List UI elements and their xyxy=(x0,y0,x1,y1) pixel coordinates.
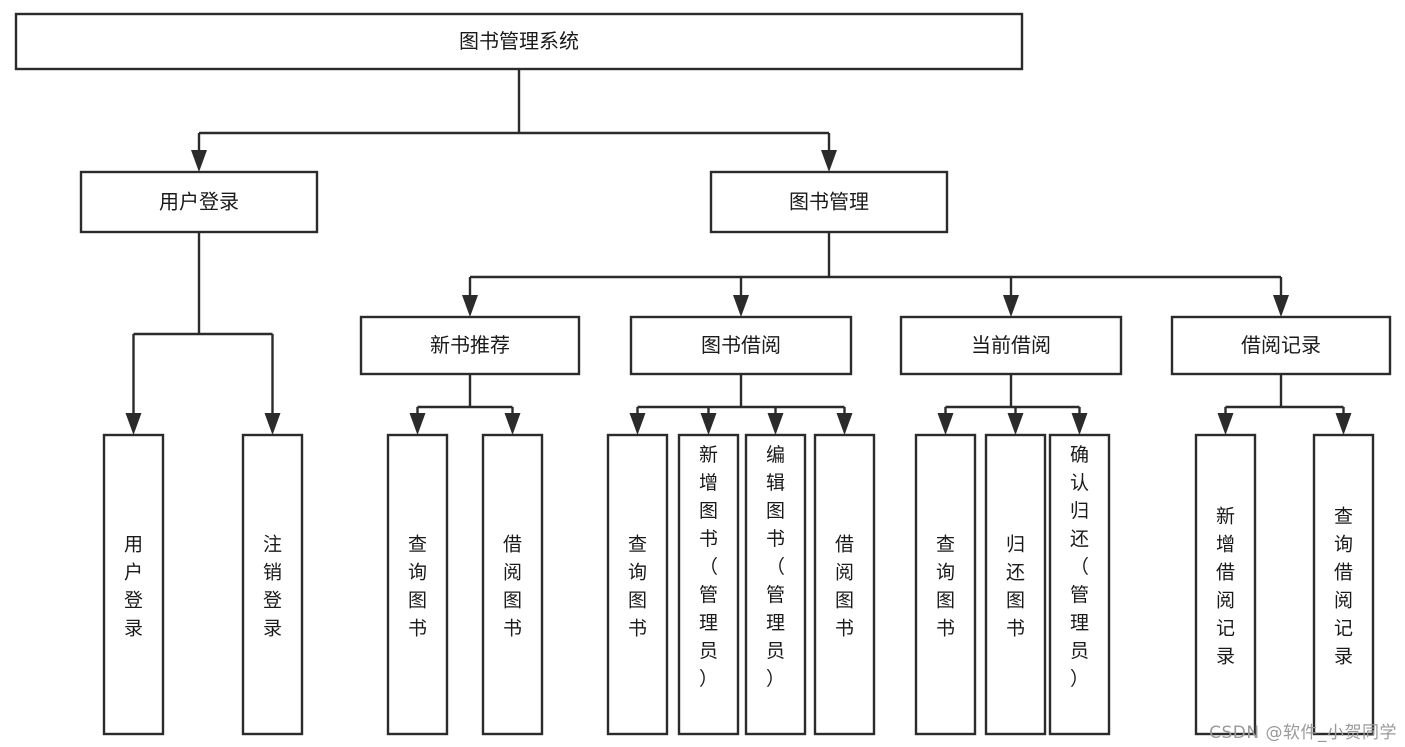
node-box[interactable] xyxy=(386,433,449,736)
node-box[interactable] xyxy=(79,170,319,234)
connector-group-new-book-recommend xyxy=(409,374,521,435)
node-box[interactable] xyxy=(914,433,977,736)
arrow-head-icon xyxy=(1007,413,1024,435)
connector-group-borrow-record xyxy=(1217,374,1352,435)
node-new-book-recommend[interactable]: 新书推荐 xyxy=(359,315,581,376)
node-label: 查询图书 xyxy=(408,533,427,639)
arrow-head-icon xyxy=(1071,413,1088,435)
arrow-head-icon xyxy=(409,413,426,435)
arrow-head-icon xyxy=(1003,295,1019,317)
node-box[interactable] xyxy=(606,433,669,736)
arrow-head-icon xyxy=(191,150,207,172)
node-label: 图书管理系统 xyxy=(459,29,579,53)
node-label: 查询借阅记录 xyxy=(1334,505,1353,667)
node-box[interactable] xyxy=(481,433,544,736)
node-label: 查询图书 xyxy=(628,533,647,639)
node-box[interactable] xyxy=(899,315,1123,376)
node-box[interactable] xyxy=(1048,433,1111,736)
arrow-head-icon xyxy=(264,413,281,435)
node-book-management[interactable]: 图书管理 xyxy=(709,170,949,234)
node-label: 图书管理 xyxy=(789,190,869,214)
node-leaf-confirm-return-admin[interactable]: 确认归还（管理员） xyxy=(1048,433,1111,736)
node-leaf-user-login[interactable]: 用户登录 xyxy=(102,433,165,736)
node-box[interactable] xyxy=(102,433,165,736)
connector-group-book-borrow xyxy=(629,374,853,435)
node-label: 确认归还（管理员） xyxy=(1070,444,1089,690)
arrow-head-icon xyxy=(1217,413,1234,435)
node-label: 借阅图书 xyxy=(503,533,522,639)
arrow-head-icon xyxy=(629,413,646,435)
node-box[interactable] xyxy=(744,433,807,736)
connector-group-current-borrow xyxy=(937,374,1088,435)
node-leaf-borrow-book[interactable]: 借阅图书 xyxy=(813,433,876,736)
node-leaf-query-borrow-record[interactable]: 查询借阅记录 xyxy=(1312,433,1375,736)
node-leaf-borrow-book-rec[interactable]: 借阅图书 xyxy=(481,433,544,736)
node-root[interactable]: 图书管理系统 xyxy=(14,12,1024,71)
node-book-borrow[interactable]: 图书借阅 xyxy=(629,315,853,376)
node-borrow-record[interactable]: 借阅记录 xyxy=(1170,315,1392,376)
node-label: 注销登录 xyxy=(263,533,282,639)
node-box[interactable] xyxy=(677,433,740,736)
arrow-head-icon xyxy=(821,150,837,172)
node-label: 借阅记录 xyxy=(1241,333,1321,357)
node-leaf-logout[interactable]: 注销登录 xyxy=(241,433,304,736)
arrow-head-icon xyxy=(504,413,521,435)
node-box[interactable] xyxy=(359,315,581,376)
arrow-head-icon xyxy=(937,413,954,435)
node-label: 新增借阅记录 xyxy=(1216,505,1235,667)
node-box[interactable] xyxy=(1194,433,1257,736)
arrow-head-icon xyxy=(836,413,853,435)
node-box[interactable] xyxy=(1312,433,1375,736)
node-label: 新书推荐 xyxy=(430,333,510,357)
arrow-head-icon xyxy=(767,413,784,435)
node-box[interactable] xyxy=(1170,315,1392,376)
node-box[interactable] xyxy=(629,315,853,376)
node-leaf-query-book-rec[interactable]: 查询图书 xyxy=(386,433,449,736)
node-label: 借阅图书 xyxy=(835,533,854,639)
connector-layer xyxy=(125,69,1352,435)
node-box[interactable] xyxy=(984,433,1047,736)
node-user-login[interactable]: 用户登录 xyxy=(79,170,319,234)
node-box[interactable] xyxy=(813,433,876,736)
node-current-borrow[interactable]: 当前借阅 xyxy=(899,315,1123,376)
node-label: 归还图书 xyxy=(1006,533,1025,639)
node-box[interactable] xyxy=(14,12,1024,71)
connector-group-book-management xyxy=(462,232,1289,317)
arrow-head-icon xyxy=(700,413,717,435)
node-leaf-return-book[interactable]: 归还图书 xyxy=(984,433,1047,736)
arrow-head-icon xyxy=(733,295,749,317)
node-label: 当前借阅 xyxy=(971,333,1051,357)
node-leaf-query-book-current[interactable]: 查询图书 xyxy=(914,433,977,736)
node-leaf-add-book-admin[interactable]: 新增图书（管理员） xyxy=(677,433,740,736)
node-leaf-add-borrow-record[interactable]: 新增借阅记录 xyxy=(1194,433,1257,736)
node-label: 图书借阅 xyxy=(701,333,781,357)
arrow-head-icon xyxy=(1273,295,1289,317)
node-box[interactable] xyxy=(241,433,304,736)
node-label: 编辑图书（管理员） xyxy=(766,444,785,690)
node-label: 查询图书 xyxy=(936,533,955,639)
node-layer: 图书管理系统用户登录图书管理新书推荐图书借阅当前借阅借阅记录用户登录注销登录查询… xyxy=(14,12,1392,736)
node-label: 新增图书（管理员） xyxy=(699,444,718,690)
node-box[interactable] xyxy=(709,170,949,234)
connector-group-root xyxy=(191,69,837,172)
node-label: 用户登录 xyxy=(124,533,143,639)
node-label: 用户登录 xyxy=(159,190,239,214)
arrow-head-icon xyxy=(125,413,142,435)
node-leaf-query-book-borrow[interactable]: 查询图书 xyxy=(606,433,669,736)
arrow-head-icon xyxy=(1335,413,1352,435)
arrow-head-icon xyxy=(462,295,478,317)
node-leaf-edit-book-admin[interactable]: 编辑图书（管理员） xyxy=(744,433,807,736)
connector-group-user-login xyxy=(125,232,281,435)
